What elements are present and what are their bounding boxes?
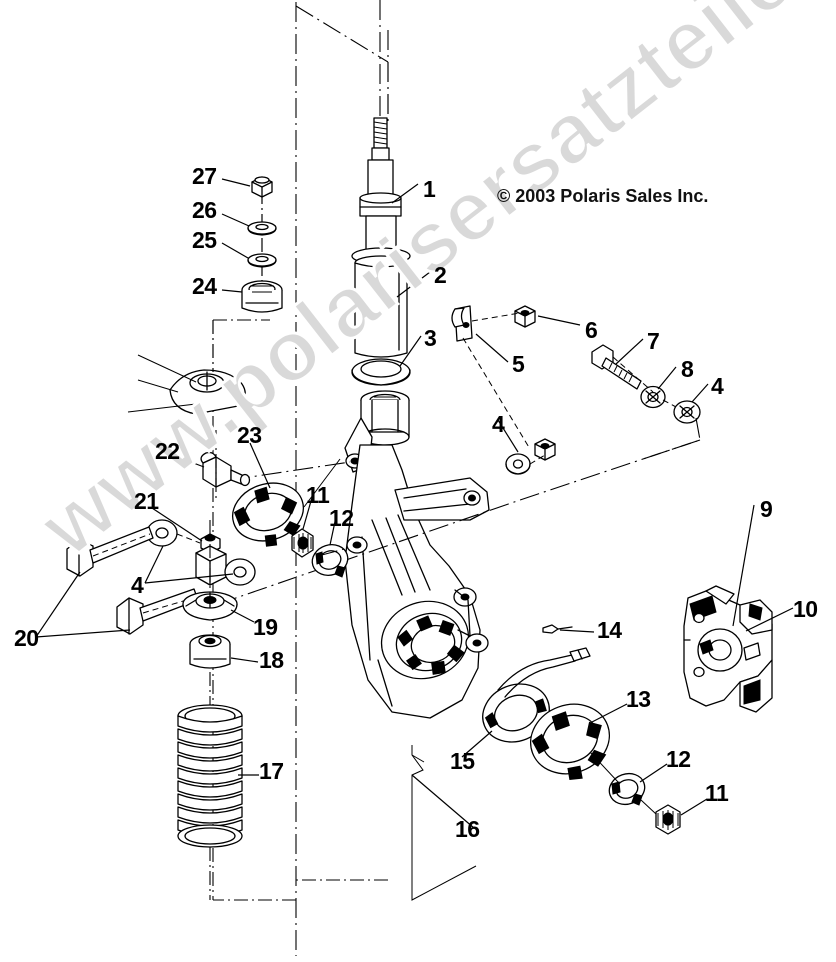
seal-part-23 — [229, 458, 351, 578]
callout-20: 20 — [14, 625, 39, 651]
seal-part-15 — [482, 647, 591, 743]
callout-16: 16 — [455, 816, 480, 842]
callout-27: 27 — [192, 163, 217, 189]
callout-23: 23 — [237, 422, 262, 448]
callout-5: 5 — [512, 351, 525, 377]
callout-10: 10 — [793, 596, 818, 622]
spring-retainer-part-19 — [182, 591, 238, 621]
callout-4c: 4 — [131, 572, 144, 598]
callout-8: 8 — [681, 356, 694, 382]
tie-rod-end-part-22 — [200, 430, 251, 500]
callout-2: 2 — [434, 262, 447, 288]
callout-1: 1 — [423, 176, 436, 202]
coil-spring-part-17 — [177, 672, 243, 900]
callout-26: 26 — [192, 197, 217, 223]
callout-21: 21 — [134, 488, 159, 514]
bearing-kit-bracket-16 — [411, 745, 477, 901]
callout-13: 13 — [626, 686, 651, 712]
callout-17: 17 — [259, 758, 284, 784]
steering-knuckle-body — [344, 390, 490, 719]
hardware-right — [229, 305, 701, 601]
callout-9: 9 — [760, 496, 773, 522]
callout-14: 14 — [597, 617, 622, 643]
callout-15: 15 — [450, 748, 475, 774]
callout-4a: 4 — [492, 411, 505, 437]
callout-12a: 12 — [329, 505, 354, 531]
callout-18: 18 — [259, 647, 284, 673]
grease-fitting-part-14 — [542, 624, 573, 634]
thrust-washer-part-3 — [351, 358, 411, 386]
callout-6: 6 — [585, 317, 598, 343]
brake-caliper-part-10 — [683, 585, 773, 713]
bearing-part-13 — [530, 703, 610, 781]
callout-7: 7 — [647, 328, 660, 354]
callout-12b: 12 — [666, 746, 691, 772]
callout-3: 3 — [424, 325, 437, 351]
callout-11a: 11 — [306, 482, 330, 508]
upper-bearing-stack — [241, 176, 283, 313]
copyright-notice: © 2003 Polaris Sales Inc. — [497, 186, 709, 206]
nut-part-18 — [189, 634, 231, 669]
callout-19: 19 — [253, 614, 278, 640]
callout-25: 25 — [192, 227, 217, 253]
strut-shaft-part-1 — [359, 0, 402, 263]
leader-lines — [35, 178, 794, 829]
callout-4b: 4 — [711, 373, 724, 399]
callout-22: 22 — [155, 438, 180, 464]
callout-11b: 11 — [705, 780, 729, 806]
race-and-nut-lower — [589, 751, 681, 835]
strut-body-part-2 — [351, 247, 411, 358]
upper-mount-detail — [127, 319, 262, 415]
callout-24: 24 — [192, 273, 217, 299]
